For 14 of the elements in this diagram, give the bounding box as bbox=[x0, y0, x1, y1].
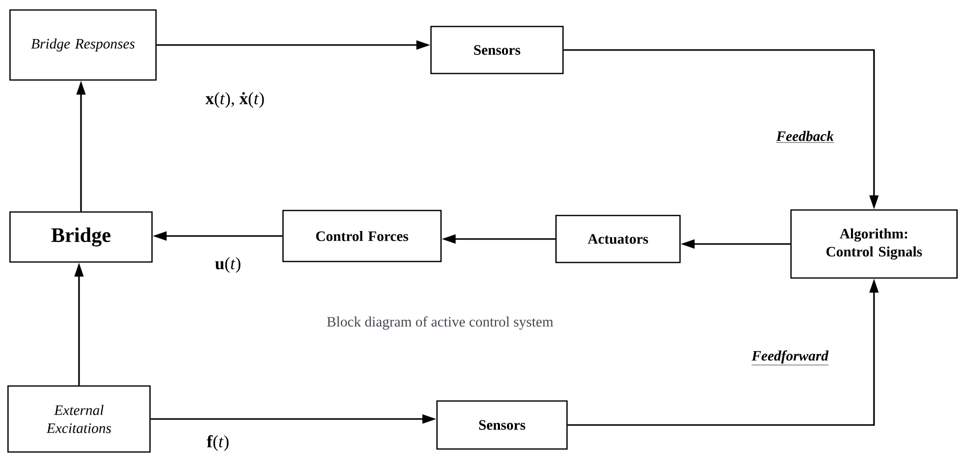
process-box: Algorithm: Control Signals bbox=[790, 209, 958, 279]
process-box: Bridge bbox=[9, 211, 153, 263]
process-box: Sensors bbox=[436, 400, 568, 450]
edge-label: u(t) bbox=[215, 257, 240, 273]
process-box: Bridge Responses bbox=[9, 9, 157, 81]
process-box: Control Forces bbox=[282, 210, 442, 262]
caption: Block diagram of active control system bbox=[327, 316, 554, 330]
edge-label: f(t) bbox=[206, 435, 229, 451]
edge-label: x(t), ẋ(t) bbox=[205, 92, 264, 108]
edge-label: Feedback bbox=[776, 130, 834, 143]
edge-label: Feedforward bbox=[751, 350, 829, 366]
process-box: Actuators bbox=[555, 214, 681, 264]
process-box: External Excitations bbox=[7, 385, 151, 453]
process-box: Sensors bbox=[430, 26, 564, 74]
